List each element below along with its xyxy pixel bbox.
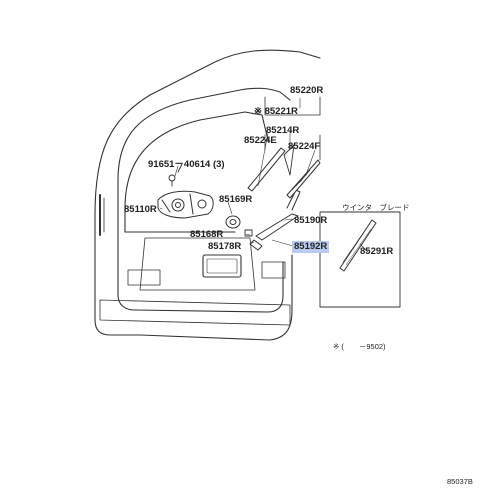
grommet (225, 215, 241, 229)
wiper-blade-inset-box (319, 211, 401, 308)
label-85190r: 85190R (294, 215, 328, 226)
wiper-blade-insert (283, 144, 295, 176)
diagram-code: 85037B (447, 477, 473, 486)
wiper-blade-rubber-right (286, 159, 321, 199)
wiper-arm (255, 213, 299, 241)
label-85178r: 85178R (208, 241, 242, 252)
tail-light-left (127, 269, 161, 286)
label-85110r: 85110R (124, 204, 157, 215)
label-85224f: 85224F (288, 141, 321, 152)
label-85192r-highlighted[interactable]: 85192R (292, 241, 330, 253)
label-85169r: 85169R (219, 194, 253, 205)
label-85220r: 85220R (290, 85, 324, 96)
rear-bumper (99, 299, 291, 326)
van-side-outline (94, 214, 141, 336)
note-production-period: ※ ( －9502) (333, 342, 386, 351)
label-wiper-blade: ウインタ ブレード (342, 203, 410, 212)
label-85224e: 85224E (244, 135, 277, 146)
tail-light-right (261, 261, 286, 279)
label-85168r: 85168R (190, 229, 224, 240)
van-roof-outline (94, 49, 321, 216)
bolts (168, 163, 183, 187)
rear-door-outline (117, 87, 291, 296)
label-85291r: 85291R (360, 246, 394, 257)
license-plate (202, 254, 242, 278)
wiper-motor (157, 190, 214, 219)
label-85221r: ※ 85221R (254, 106, 298, 117)
label-85214r: 85214R (266, 125, 300, 136)
rear-window-outline (124, 111, 269, 209)
label-91651-40614: 91651－40614 (3) (148, 159, 225, 170)
wiper-blade-rubber-left (247, 147, 286, 192)
